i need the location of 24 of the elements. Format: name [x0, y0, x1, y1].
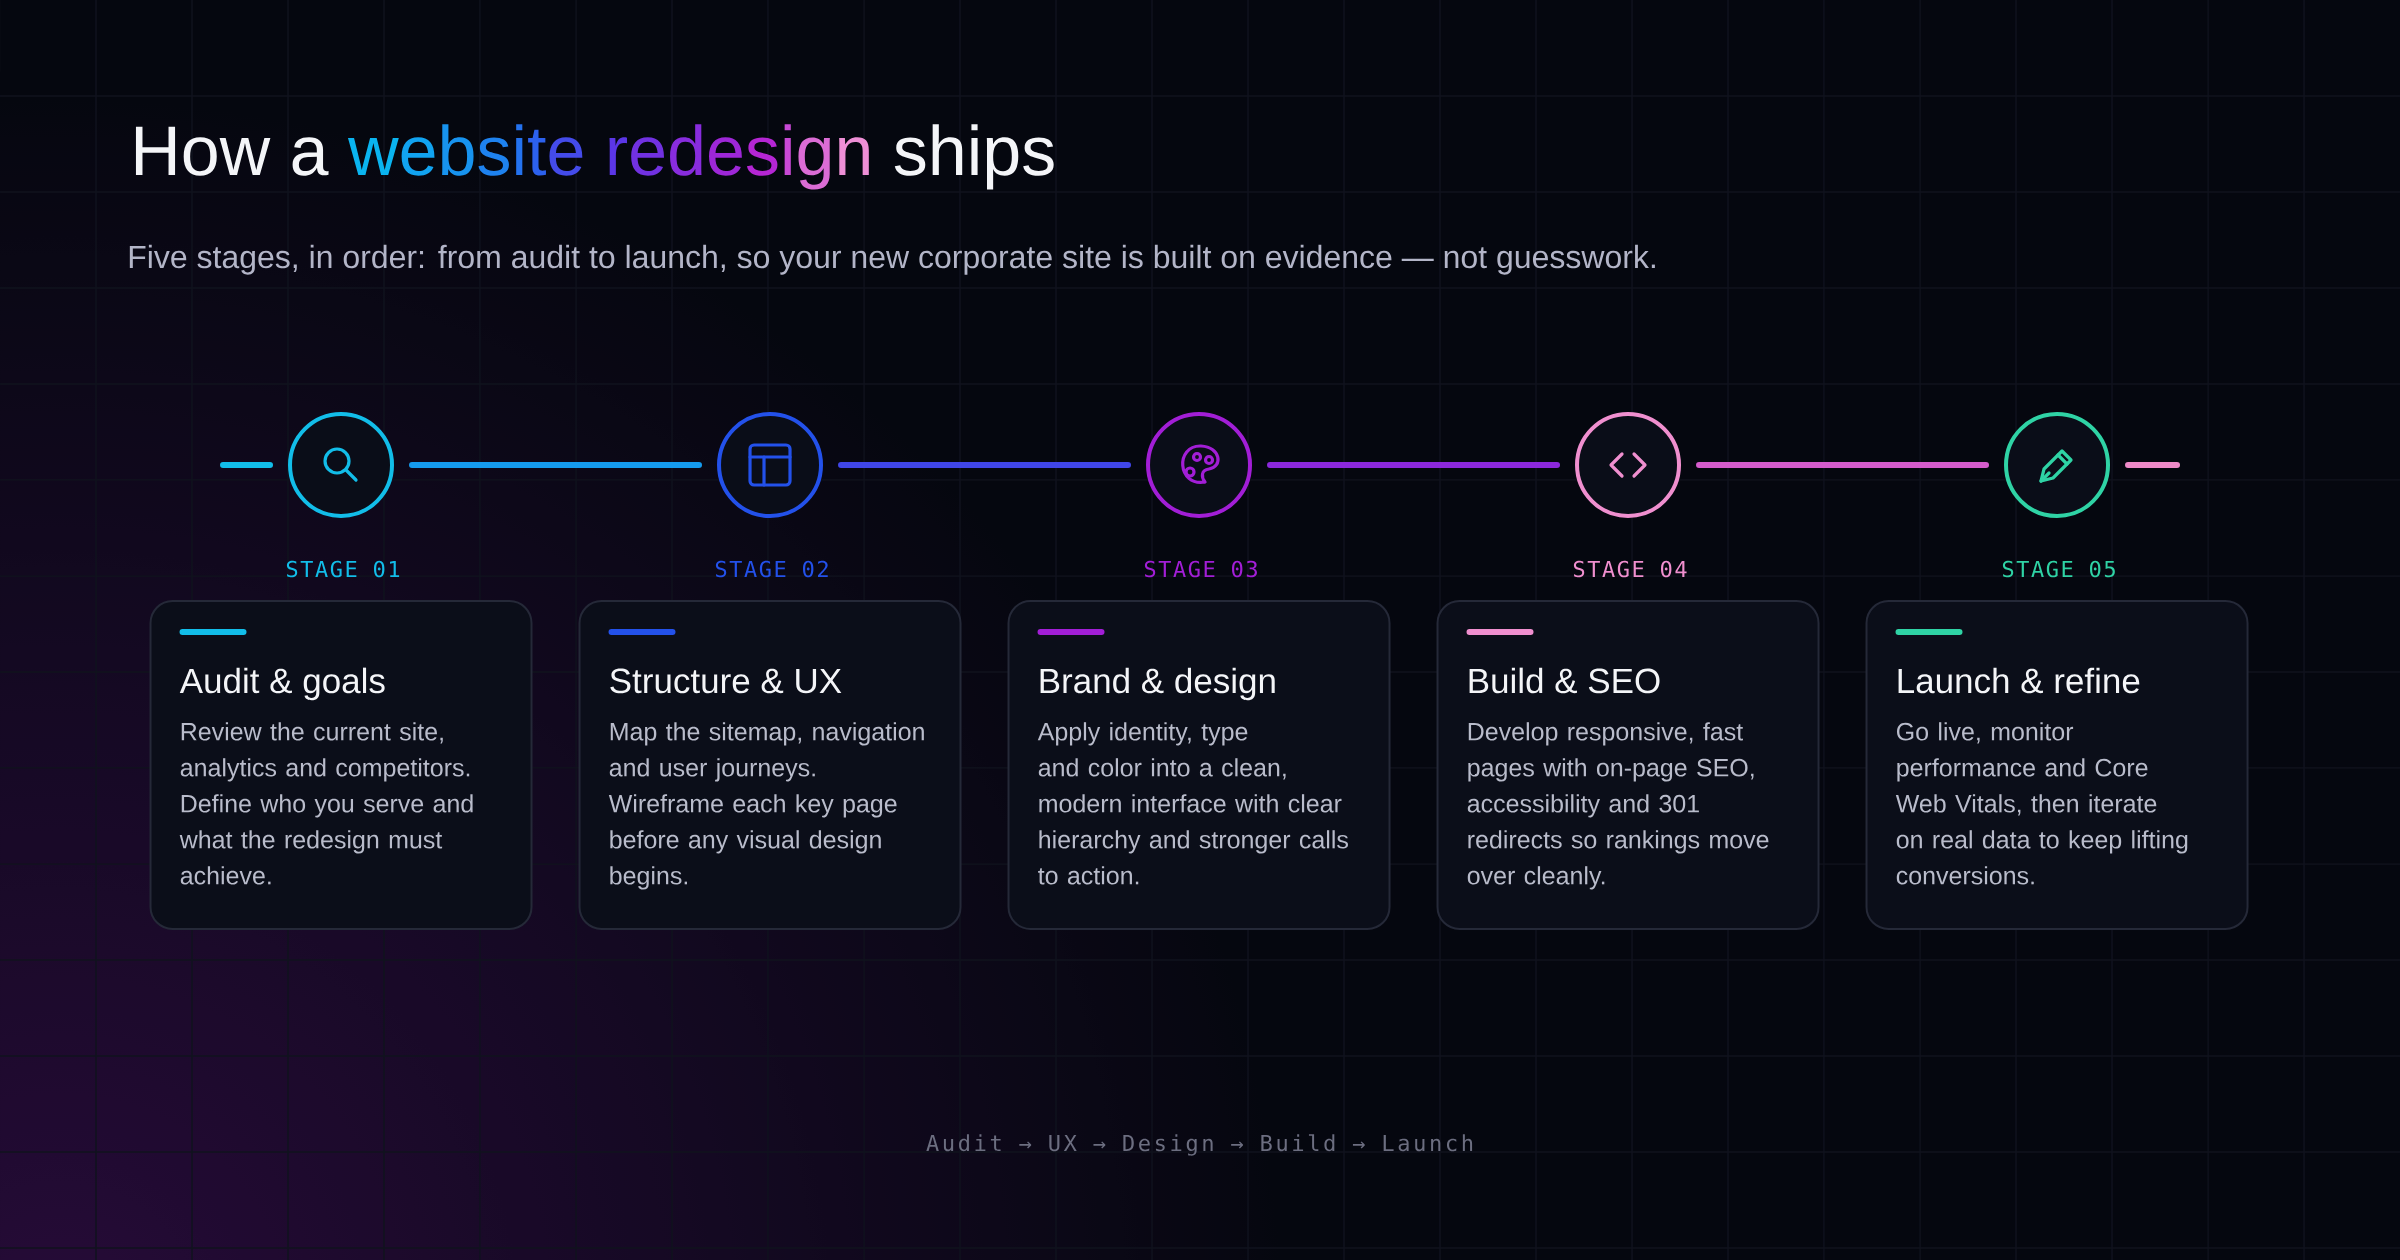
title: How a website redesign ships: [135, 124, 1054, 190]
card-heading: Build & SEO: [1469, 667, 1660, 694]
stage-label: STAGE 05: [2002, 560, 2115, 578]
card-text: Develop responsive, fast pages with on-page SEO, accessibility and 301 redirects so rankings move over cleanly.: [1467, 722, 1769, 890]
card-heading: Brand & design: [1040, 667, 1275, 701]
stage-label: STAGE 04: [1573, 560, 1687, 578]
connector-line: [1696, 462, 1989, 468]
card-text: Review the current site, analytics and competitors. Define who you serve and what the redesign must achieve.: [179, 722, 473, 885]
connector-line: [2125, 462, 2180, 468]
connector-line: [1267, 462, 1560, 468]
stage-label: STAGE 03: [1144, 560, 1257, 578]
card-text: Go live, monitor performance and Core Web Vitals, then iterate on real data to keep lifting conversions.: [1895, 722, 2188, 885]
stage-label: STAGE 02: [715, 560, 828, 578]
card-text: Map the sitemap, navigation and user journeys. Wireframe each key page before any visual design begins.: [608, 722, 924, 890]
connector-line: [409, 462, 702, 468]
card-heading: Launch & refine: [1898, 667, 2140, 694]
footer-text: Audit → UX → Design → Build → Launch: [926, 1134, 1473, 1156]
connector-line: [220, 462, 273, 468]
connector-line: [838, 462, 1131, 468]
card-heading: Structure & UX: [610, 668, 842, 694]
stage-label: STAGE 01: [286, 560, 400, 578]
subtitle: Five stages, in order: from audit to launch, so your new corporate site is built on evidence — not guesswork.: [129, 244, 1655, 275]
card-heading: Audit & goals: [179, 667, 385, 701]
card-text: Apply identity, type and color into a clean, modern interface with clear hierarchy and stronger calls to action.: [1037, 722, 1348, 885]
